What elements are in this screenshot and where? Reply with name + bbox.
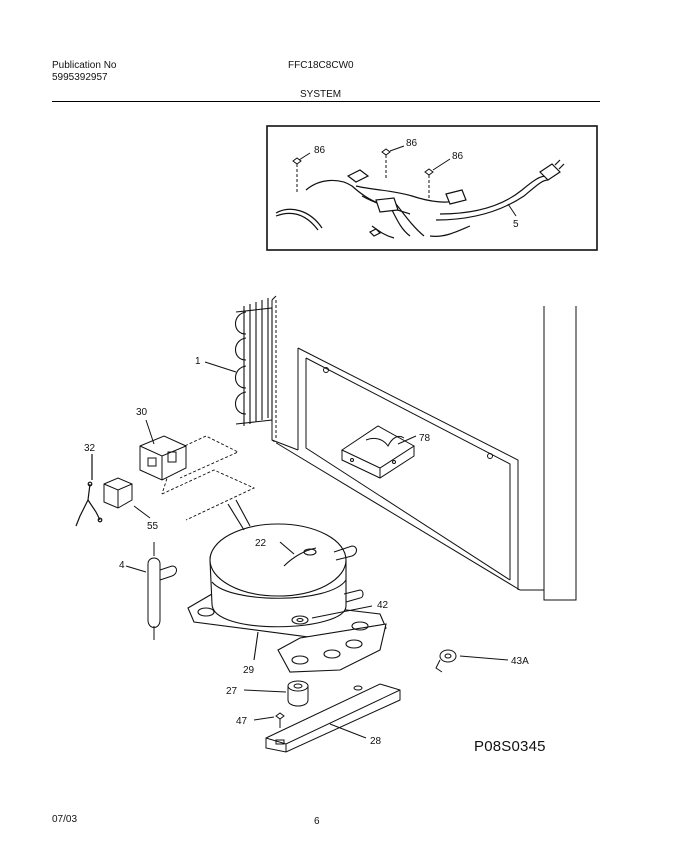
wiring-inset [266, 125, 598, 251]
footer-date: 07/03 [52, 814, 78, 825]
cabinet-wall [271, 300, 577, 601]
callout-4: 4 [119, 560, 125, 571]
diagram-id: P08S0345 [474, 738, 546, 755]
condenser-coil [204, 295, 277, 426]
publication-label: Publication No [52, 60, 117, 71]
callout-1: 1 [195, 356, 201, 367]
callout-5: 5 [513, 219, 519, 230]
overload-55 [103, 477, 151, 519]
drier-4 [125, 542, 177, 640]
screw-86-c [424, 168, 434, 198]
base-plate-28 [265, 683, 401, 753]
control-box-78 [340, 425, 417, 479]
callout-27: 27 [226, 686, 238, 697]
clip-32 [75, 454, 103, 527]
callout-78: 78 [419, 433, 431, 444]
callout-86c: 86 [452, 151, 464, 162]
callout-42: 42 [377, 600, 389, 611]
callout-labels: 86 86 86 5 1 30 32 55 4 22 78 42 29 27 4… [84, 138, 529, 747]
relay-30 [139, 419, 187, 481]
compressor-29 [187, 499, 387, 673]
callout-32: 32 [84, 443, 96, 454]
callout-28: 28 [370, 736, 382, 747]
screw-47 [253, 712, 285, 728]
callout-30: 30 [136, 407, 148, 418]
callout-43a: 43A [511, 656, 529, 667]
callout-86b: 86 [406, 138, 418, 149]
callout-22: 22 [255, 538, 267, 549]
callout-29: 29 [243, 665, 255, 676]
header-rule [52, 101, 600, 102]
screw-86-b [381, 148, 391, 178]
callout-47: 47 [236, 716, 248, 727]
callout-86a: 86 [314, 145, 326, 156]
model-number: FFC18C8CW0 [288, 60, 354, 71]
page-number: 6 [314, 816, 320, 827]
part-43a [435, 649, 509, 673]
screw-86-a [292, 157, 302, 193]
grommet-27 [243, 680, 309, 707]
publication-number: 5995392957 [52, 72, 108, 83]
wiring-harness [275, 159, 565, 239]
callout-55: 55 [147, 521, 159, 532]
section-title: SYSTEM [300, 89, 342, 100]
